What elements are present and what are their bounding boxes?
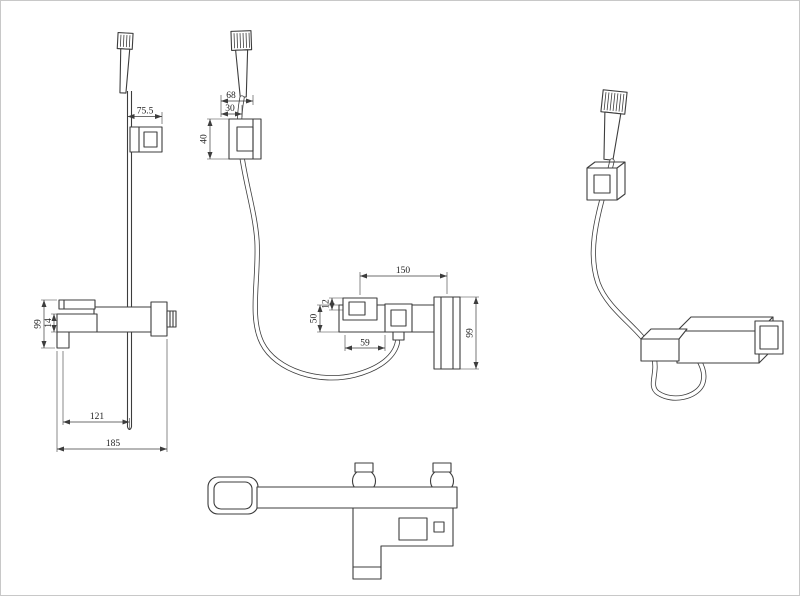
mixer-perspective xyxy=(640,316,784,364)
view-front-mixer: 150 59 50 12 99 xyxy=(310,266,479,370)
dim-total-height: 99 xyxy=(34,319,44,329)
hand-shower xyxy=(116,32,134,94)
wall-bracket-perspective xyxy=(586,161,626,201)
shower-hose xyxy=(236,95,401,381)
hand-shower-side xyxy=(230,30,253,98)
handle-lever xyxy=(58,299,96,310)
hose-nipple xyxy=(392,331,405,341)
diverter xyxy=(384,303,413,333)
hand-shower-perspective xyxy=(600,89,628,161)
spout-tube-top xyxy=(256,486,458,509)
mixer-body-front xyxy=(338,296,461,370)
dim-spout-to-rail: 121 xyxy=(90,412,105,422)
dim-valve-spacing: 150 xyxy=(396,266,411,276)
dim-bracket-depth: 30 xyxy=(225,104,235,114)
view-perspective xyxy=(586,89,784,401)
spout-top-face xyxy=(640,328,688,340)
mixer-front-face xyxy=(676,330,760,364)
shower-head-hatch xyxy=(119,34,131,48)
spout-mouth xyxy=(56,331,70,349)
dimensions-side: 68 30 40 xyxy=(200,91,254,160)
shower-handle-perspective xyxy=(603,111,622,161)
outlet-knob xyxy=(166,310,177,328)
wall-bracket-side xyxy=(228,118,262,160)
mixer-front xyxy=(56,299,177,349)
shower-head xyxy=(116,32,134,50)
dimensions-front-rail: 75.5 99 14 121 185 xyxy=(34,107,168,452)
dim-bracket-height: 40 xyxy=(200,134,210,144)
view-top xyxy=(207,462,458,580)
view-front-rail: 75.5 99 14 121 185 xyxy=(34,32,177,452)
mixer-handle xyxy=(342,297,378,321)
view-side: 68 30 40 xyxy=(200,30,401,381)
mount-block-top xyxy=(352,507,454,580)
dim-lever-height: 12 xyxy=(322,299,332,309)
dim-body-height: 50 xyxy=(310,314,320,324)
wall-bracket xyxy=(129,126,163,153)
shower-handle xyxy=(119,48,131,94)
dim-bracket-width: 75.5 xyxy=(137,107,154,117)
dimensions-front-mixer: 150 59 50 12 99 xyxy=(310,266,479,370)
spout-top-view xyxy=(207,476,259,515)
outlet-block xyxy=(150,301,168,337)
shower-handle-side xyxy=(235,49,249,98)
spout-front-face xyxy=(640,338,680,362)
body-top-view xyxy=(256,486,458,580)
dim-overall-width: 185 xyxy=(106,439,121,449)
spout xyxy=(56,313,98,333)
mixer-body xyxy=(93,306,155,333)
dim-spout-height: 14 xyxy=(44,318,54,328)
dim-head-width: 68 xyxy=(226,91,236,101)
dim-outlet-height: 99 xyxy=(466,328,476,338)
dim-handle-to-diverter: 59 xyxy=(360,339,370,349)
outlet-column xyxy=(433,296,461,370)
